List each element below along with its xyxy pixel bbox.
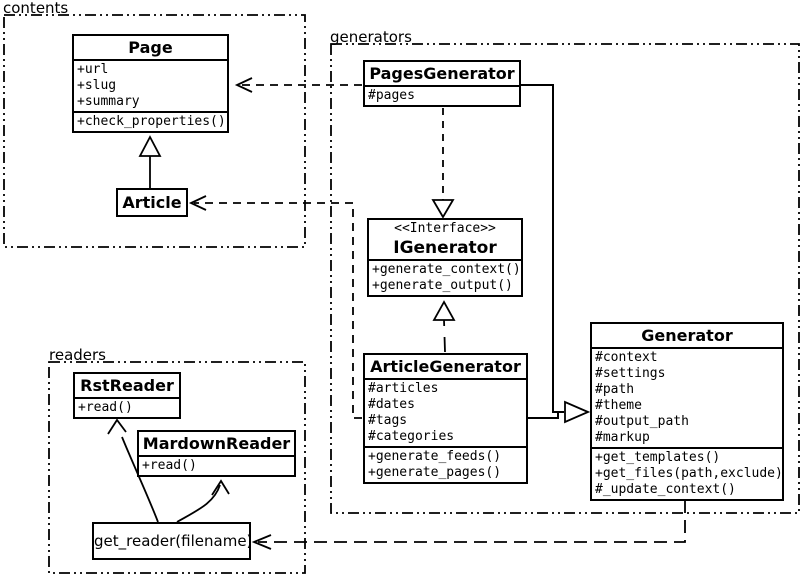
attribute: #theme [595, 398, 642, 413]
method: +generate_pages() [368, 465, 502, 480]
attribute: +summary [77, 94, 140, 109]
inheritance-triangle-icon [138, 135, 162, 157]
class-title: Page [128, 38, 173, 57]
realization-triangle-icon [431, 199, 455, 219]
attribute: #context [595, 350, 658, 365]
class-articlegenerator: ArticleGenerator #articles #dates #tags … [363, 353, 528, 484]
attribute: #settings [595, 366, 666, 381]
attributes-section: #articles #dates #tags #categories [365, 378, 526, 446]
attributes-section: +url +slug +summary [74, 59, 227, 111]
package-border-contents [3, 14, 306, 248]
open-arrowhead-icon [234, 77, 253, 93]
class-article: Article [116, 188, 188, 217]
attribute: #categories [368, 429, 455, 444]
method: +read() [78, 400, 133, 415]
class-title: <<Interface>> IGenerator [369, 220, 521, 259]
attributes-section: #context #settings #path #theme #output_… [592, 347, 782, 447]
edge-getreader-mardownreader [176, 484, 221, 523]
package-label-readers: readers [49, 346, 106, 364]
class-rstreader: RstReader +read() [73, 372, 181, 419]
open-arrowhead-icon [211, 479, 230, 496]
package-label-contents: contents [3, 0, 69, 17]
class-pagesgenerator: PagesGenerator #pages [363, 60, 521, 107]
edge-articlegenerator-article [194, 202, 362, 419]
open-arrowhead-icon [251, 534, 272, 550]
method: +get_templates() [595, 450, 721, 465]
class-title: Article [122, 193, 182, 212]
methods-section: +read() [75, 397, 179, 417]
inheritance-triangle-icon [564, 400, 591, 424]
class-title: Generator [641, 326, 733, 345]
attribute: #markup [595, 430, 650, 445]
class-title: RstReader [80, 376, 174, 395]
class-mardownreader: MardownReader +read() [137, 430, 296, 477]
methods-section: +generate_context() +generate_output() [369, 259, 521, 295]
class-title: ArticleGenerator [370, 357, 521, 376]
class-page: Page +url +slug +summary +check_properti… [72, 34, 229, 133]
attribute: #tags [368, 413, 408, 428]
method: +generate_feeds() [368, 449, 502, 464]
function-label: get_reader(filename) [94, 532, 249, 550]
class-title: MardownReader [142, 434, 291, 453]
package-border-readers [48, 361, 306, 574]
stereotype-label: <<Interface>> [394, 221, 496, 236]
interface-name: IGenerator [393, 238, 497, 258]
method: +generate_output() [372, 278, 513, 293]
attributes-section: #pages [365, 85, 519, 105]
function-get-reader: get_reader(filename) [92, 522, 251, 560]
package-border-generators [330, 43, 800, 514]
interface-igenerator: <<Interface>> IGenerator +generate_conte… [367, 218, 523, 297]
class-title: PagesGenerator [369, 64, 515, 83]
methods-section: +generate_feeds() +generate_pages() [365, 446, 526, 482]
method: +get_files(path,exclude) [595, 466, 782, 481]
open-arrowhead-icon [107, 418, 127, 435]
attribute: #articles [368, 381, 439, 396]
methods-section: +check_properties() [74, 111, 227, 131]
edge-articlegenerator-generator [528, 412, 559, 419]
attribute: #output_path [595, 414, 689, 429]
method: +generate_context() [372, 262, 521, 277]
method: #_update_context() [595, 482, 736, 497]
method: +read() [142, 458, 197, 473]
attribute: #path [595, 382, 635, 397]
attribute: +slug [77, 78, 117, 93]
edge-articlegenerator-igenerator [443, 319, 446, 353]
open-arrowhead-icon [188, 195, 207, 211]
methods-section: +read() [139, 455, 294, 475]
realization-triangle-icon [432, 300, 456, 321]
class-generator: Generator #context #settings #path #them… [590, 322, 784, 501]
attribute: #dates [368, 397, 415, 412]
attribute: +url [77, 62, 109, 77]
edge-generator-getreader [258, 500, 686, 543]
methods-section: +get_templates() +get_files(path,exclude… [592, 447, 782, 499]
package-label-generators: generators [330, 28, 412, 46]
edge-getreader-rstreader [121, 436, 159, 523]
attribute: #pages [368, 88, 415, 103]
method: +check_properties() [77, 114, 226, 129]
